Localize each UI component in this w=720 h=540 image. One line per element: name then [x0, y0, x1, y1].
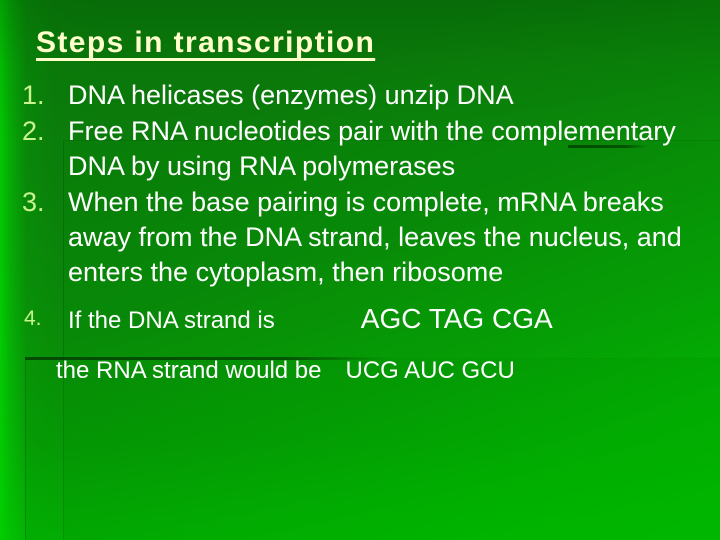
list-item-marker: 3.	[22, 187, 45, 217]
list-item: 1. DNA helicases (enzymes) unzip DNA	[0, 78, 720, 113]
dna-sequence-value: AGC TAG CGA	[360, 303, 553, 334]
dna-strand-row: If the DNA strand is AGC TAG CGA	[68, 302, 688, 338]
dna-strand-label: If the DNA strand is	[68, 307, 275, 334]
rna-strand-row: the RNA strand would be UCG AUC GCU	[0, 354, 720, 388]
list-item-marker: 1.	[22, 80, 45, 110]
rna-strand-label: the RNA strand would be	[56, 357, 322, 384]
list-item-text: When the base pairing is complete, mRNA …	[68, 187, 682, 287]
list-item-example: 4. If the DNA strand is AGC TAG CGA	[0, 302, 720, 338]
list-item-marker: 2.	[22, 116, 45, 146]
list-item: 3. When the base pairing is complete, mR…	[0, 185, 720, 290]
list-item: 2. Free RNA nucleotides pair with the co…	[0, 114, 720, 184]
rna-sequence-value: UCG AUC GCU	[345, 357, 515, 384]
steps-list: 1. DNA helicases (enzymes) unzip DNA 2. …	[0, 78, 720, 388]
slide-title: Steps in transcription	[36, 26, 376, 59]
list-item-text: Free RNA nucleotides pair with the compl…	[68, 116, 676, 181]
list-item-marker: 4.	[24, 307, 42, 330]
list-item-text: DNA helicases (enzymes) unzip DNA	[68, 80, 514, 110]
